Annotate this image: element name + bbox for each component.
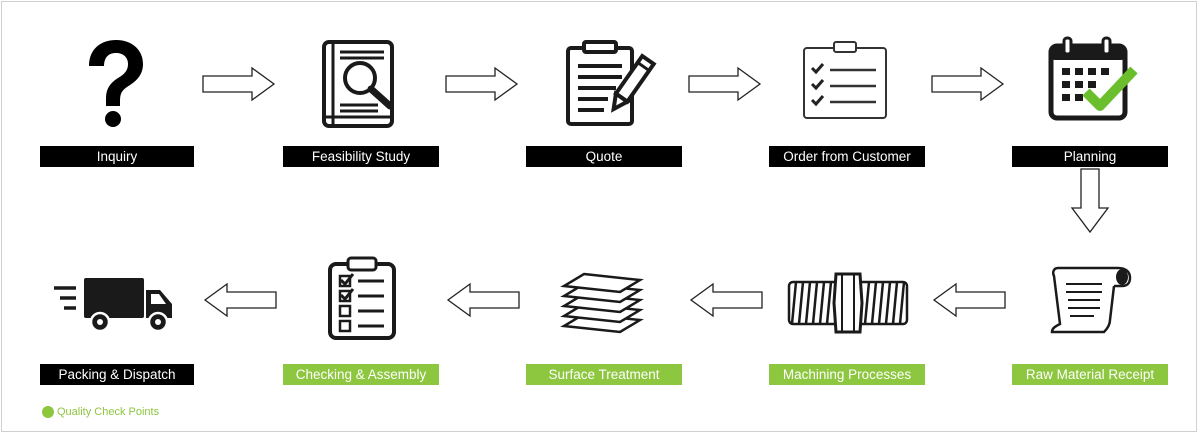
flow-arrow-left — [932, 282, 1006, 318]
legend-label: Quality Check Points — [57, 406, 160, 418]
document-pen-icon — [566, 40, 657, 126]
step-label-machining-processes: Machining Processes — [769, 364, 925, 385]
flow-arrow-left — [446, 282, 520, 318]
legend-dot-icon — [42, 406, 54, 418]
step-label-raw-material-receipt: Raw Material Receipt — [1012, 364, 1168, 385]
flow-arrow-right — [931, 66, 1005, 102]
step-label-surface-treatment: Surface Treatment — [526, 364, 682, 385]
step-label-quote: Quote — [526, 146, 682, 167]
flow-arrow-right — [202, 66, 276, 102]
step-label-packing-dispatch: Packing & Dispatch — [40, 364, 194, 385]
book-magnifier-icon — [322, 40, 394, 128]
step-label-inquiry: Inquiry — [40, 146, 194, 167]
delivery-truck-icon — [54, 278, 172, 333]
step-label-order-from-customer: Order from Customer — [769, 146, 925, 167]
scroll-receipt-icon — [1050, 266, 1132, 334]
step-label-planning: Planning — [1012, 146, 1168, 167]
checklist-clipboard-icon — [803, 41, 887, 119]
step-label-feasibility-study: Feasibility Study — [283, 146, 439, 167]
calendar-check-icon — [1048, 36, 1138, 121]
threaded-bolt-icon — [787, 272, 909, 334]
stacked-sheets-icon — [560, 272, 644, 334]
flow-arrow-right — [688, 66, 762, 102]
step-label-checking-assembly: Checking & Assembly — [283, 364, 439, 385]
flow-arrow-down — [1070, 168, 1110, 234]
flow-arrow-left — [203, 282, 277, 318]
flow-arrow-right — [445, 66, 519, 102]
legend: Quality Check Points — [42, 404, 159, 420]
checklist-clipboard-icon — [328, 256, 396, 340]
question-mark-icon — [89, 40, 143, 127]
flow-arrow-left — [689, 282, 763, 318]
